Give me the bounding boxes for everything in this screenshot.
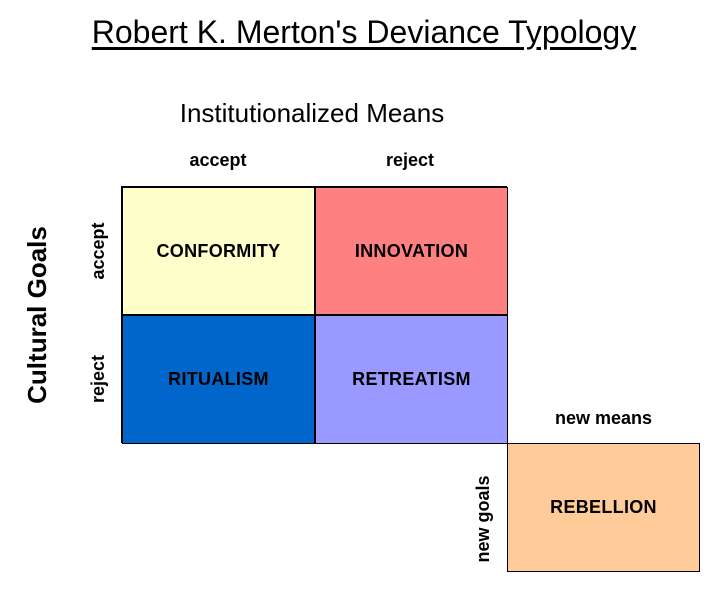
means-axis-title: Institutionalized Means xyxy=(179,98,445,128)
conformity-cell: CONFORMITY xyxy=(122,187,315,315)
goals-accept-label: accept xyxy=(88,222,108,280)
innovation-cell: INNOVATION xyxy=(315,187,508,315)
new-means-label: new means xyxy=(554,408,653,428)
goals-reject-label: reject xyxy=(88,354,108,404)
retreatism-cell: RETREATISM xyxy=(315,315,508,444)
goals-axis-title: Cultural Goals xyxy=(22,226,52,404)
rebellion-cell: REBELLION xyxy=(507,443,700,572)
means-reject-label: reject xyxy=(385,150,435,170)
typology-grid: CONFORMITY INNOVATION RITUALISM RETREATI… xyxy=(121,186,508,444)
means-accept-label: accept xyxy=(189,150,247,170)
ritualism-cell: RITUALISM xyxy=(122,315,315,444)
diagram-title: Robert K. Merton's Deviance Typology xyxy=(91,14,637,50)
new-goals-label: new goals xyxy=(473,475,493,563)
